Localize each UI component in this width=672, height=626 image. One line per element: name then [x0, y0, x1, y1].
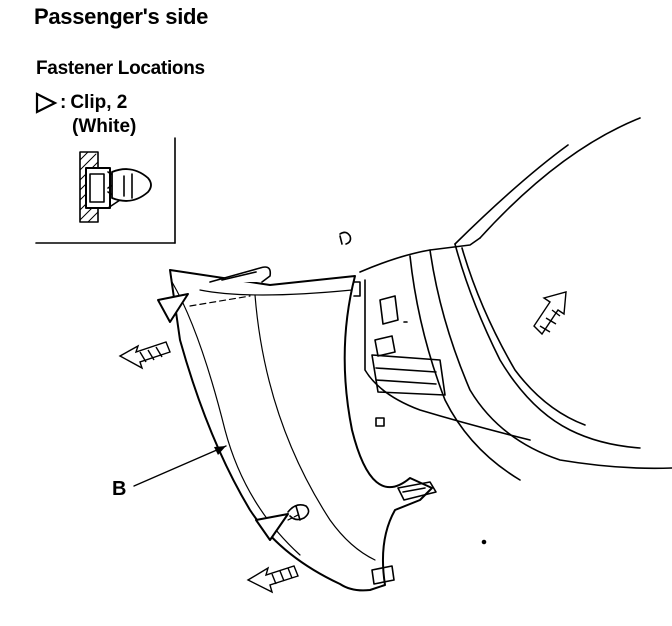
page-title: Passenger's side [34, 4, 209, 29]
clip-detail-inset [35, 137, 176, 244]
fastener-locations-heading: Fastener Locations [36, 58, 205, 79]
trim-panel-b [169, 266, 437, 592]
legend-detail: (White) [72, 116, 137, 137]
direction-arrow-up [533, 291, 567, 336]
callout-leader-b [133, 445, 227, 487]
legend-label: Clip, 2 [70, 92, 128, 113]
removal-arrow-left [118, 341, 171, 370]
removal-arrow-lower [246, 565, 299, 594]
legend-separator: : [60, 92, 67, 113]
clip-location-marker-lower [255, 513, 289, 541]
callout-label-b: B [112, 478, 127, 500]
legend-row: : Clip, 2 [34, 92, 127, 114]
body-pillar [339, 117, 672, 545]
clip-location-marker-upper [157, 293, 189, 323]
triangle-pointer-icon [35, 92, 58, 114]
